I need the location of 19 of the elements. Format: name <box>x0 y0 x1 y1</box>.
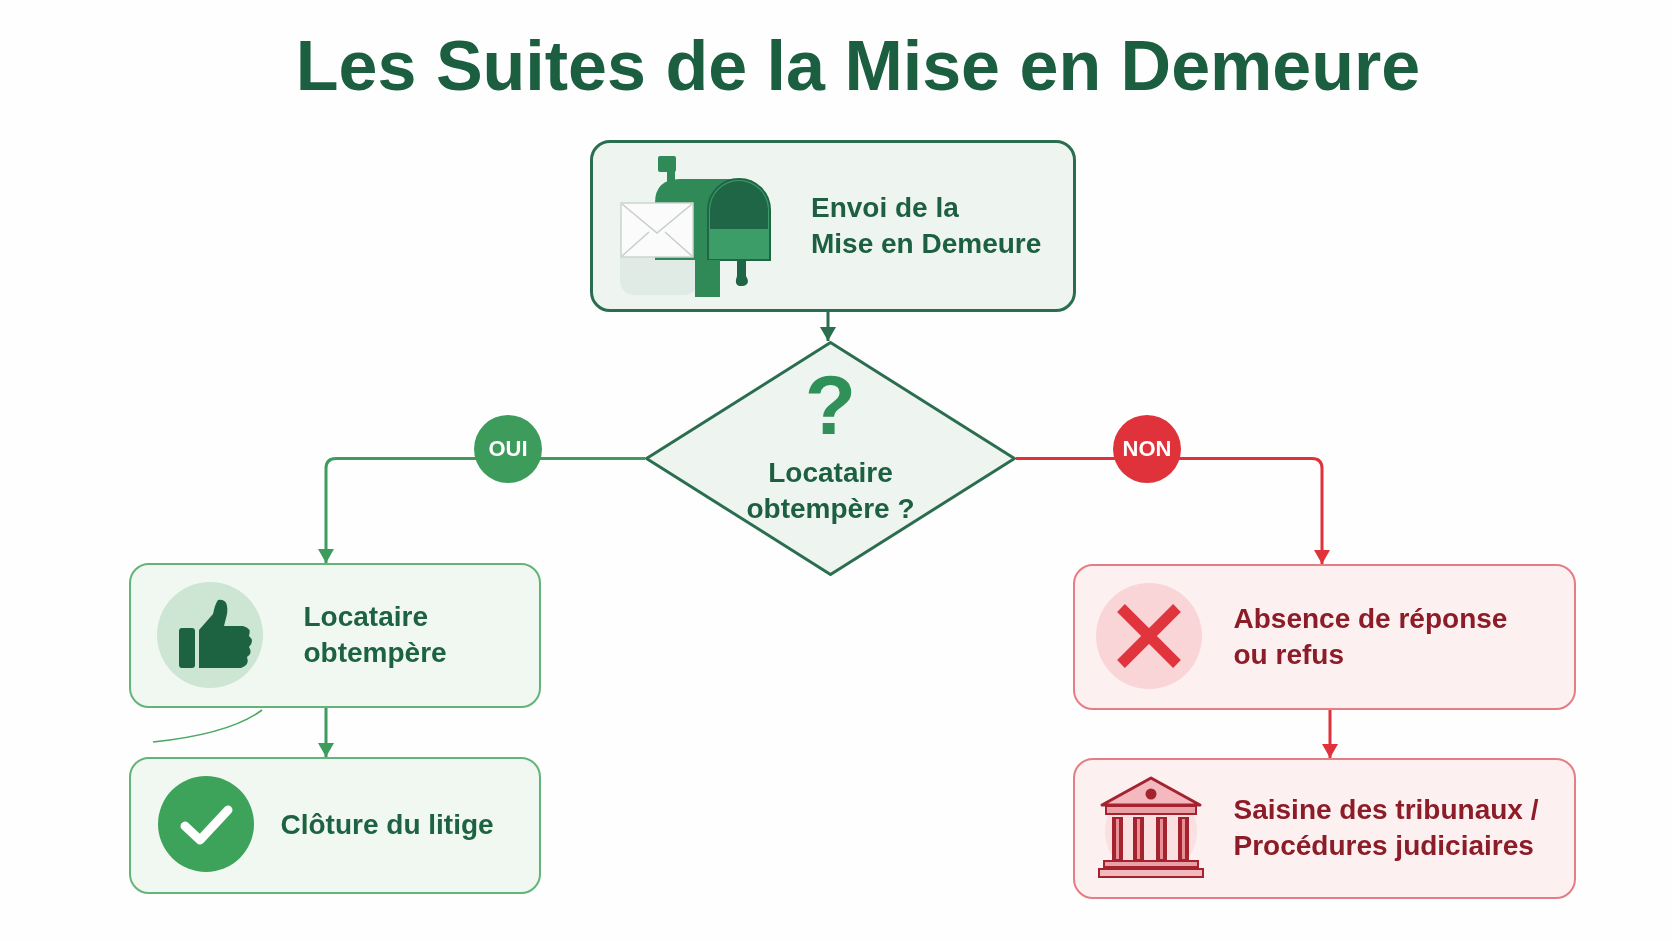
process-box <box>590 140 1076 312</box>
step-label: Locataire obtempère <box>303 600 447 670</box>
edge-label: OUI <box>474 415 542 483</box>
arrow <box>318 708 334 757</box>
process-box <box>1073 758 1576 899</box>
arrow <box>820 312 836 341</box>
diagram-title: Les Suites de la Mise en Demeure <box>294 26 1422 106</box>
decision-label: Locataire obtempère ? <box>745 456 916 526</box>
arrow <box>1322 710 1338 758</box>
process-box <box>129 757 541 894</box>
step-label: Saisine des tribunaux / Procédures judiciaires <box>1233 793 1539 863</box>
process-box <box>1073 564 1576 710</box>
step-label: Envoi de la Mise en Demeure <box>811 191 1042 261</box>
step-label: Absence de réponse ou refus <box>1233 601 1508 672</box>
decision-diamond <box>645 341 1016 576</box>
question-mark: ? <box>803 363 858 447</box>
edge-label: NON <box>1113 415 1181 483</box>
process-box <box>129 563 541 708</box>
step-label: Clôture du litige <box>280 808 494 842</box>
